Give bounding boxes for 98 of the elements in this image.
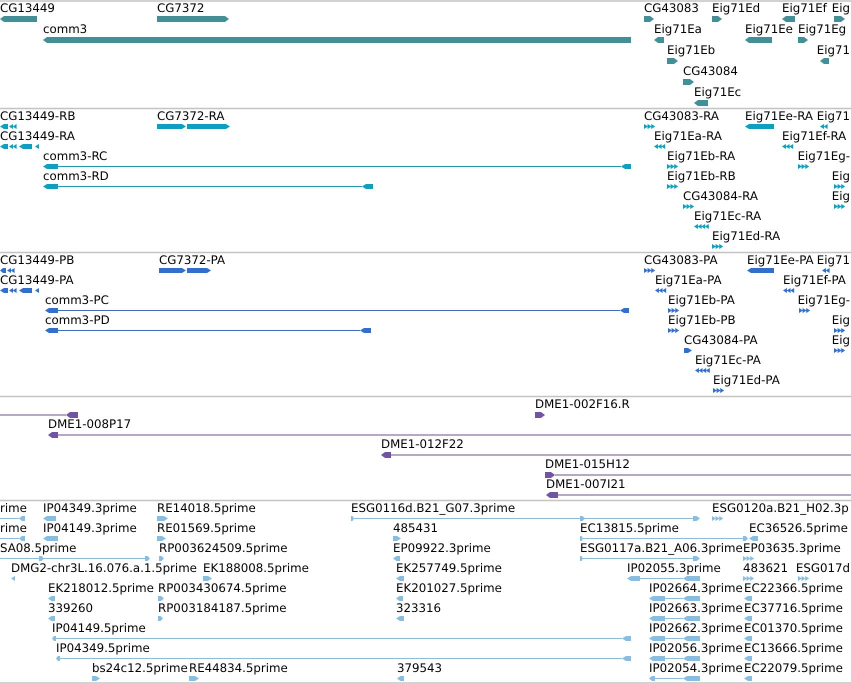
feature-label: RP003184187.5prime [158, 602, 286, 615]
feature-label: Eig [832, 334, 850, 347]
feature-label: EC22079.5prime [744, 662, 843, 675]
feature-label: bs24c12.5prime [92, 662, 188, 675]
feature-label: IP02056.3prime [649, 642, 743, 655]
feature-label: ESG0117a.B21_A06.3prime [580, 542, 743, 555]
feature-label: IP04349.3prime [43, 502, 137, 515]
feature-label: EK218012.5prime [48, 582, 154, 595]
feature-label: Eig71Eg [798, 23, 846, 36]
feature-label: RE14018.5prime [157, 502, 256, 515]
feature-label: Eig [832, 2, 850, 15]
feature-label: CG43083-RA [644, 110, 719, 123]
feature-label: IP02054.3prime [649, 662, 743, 675]
feature-label: Eig71Ef-RA [782, 130, 846, 143]
feature-label: IP02055.3prime [627, 562, 721, 575]
feature-label: 485431 [393, 522, 438, 535]
feature-label: Eig71Ec-RA [694, 210, 762, 223]
feature-label: DME1-008P17 [48, 418, 132, 431]
feature-label: 339260 [48, 602, 94, 615]
feature-label: rime [0, 502, 27, 515]
feature-label: Eig71Ed [712, 2, 760, 15]
feature-label: CG43084 [683, 65, 738, 78]
feature-label: CG7372-RA [157, 110, 224, 123]
feature-label: Eig71Ea-PA [655, 274, 722, 287]
feature-label: CG13449-RB [0, 110, 76, 123]
feature-label: IP02664.3prime [649, 582, 743, 595]
feature-label: IP04349.5prime [56, 642, 150, 655]
feature-label: Eig71Ea-RA [654, 130, 722, 143]
feature-label: comm3-PC [45, 294, 109, 307]
feature-label: IP02662.3prime [649, 622, 743, 635]
feature-label: CG43083 [644, 2, 699, 15]
feature-label: Eig71 [816, 44, 850, 57]
feature-label: Eig71Ee [745, 23, 793, 36]
feature-label: IP04149.3prime [43, 522, 137, 535]
feature-label: Eig71Ee-RA [745, 110, 813, 123]
feature-label: EC01370.5prime [744, 622, 843, 635]
feature-label: RE44834.5prime [189, 662, 288, 675]
feature-label: Eig [832, 170, 850, 183]
feature-label: CG43084-PA [684, 334, 758, 347]
feature-label: CG43084-RA [683, 190, 758, 203]
feature-label: IP02663.3prime [649, 602, 743, 615]
feature-label: Eig71 [816, 110, 850, 123]
feature-label: CG7372-PA [159, 254, 226, 267]
feature-label: Eig71Eb-PA [668, 294, 735, 307]
feature-label: RP003430674.5prime [158, 582, 286, 595]
feature-label: ESG017d [796, 562, 850, 575]
feature-label: EC36526.5prime [749, 522, 848, 535]
feature-label: Eig71Ed-RA [712, 230, 780, 243]
feature-label: EC13815.5prime [580, 522, 679, 535]
feature-label: Eig71Eg- [798, 150, 850, 163]
feature-label: Eig71Eb-RA [667, 150, 736, 163]
feature-label: rime [0, 522, 27, 535]
feature-label: EP03635.3prime [743, 542, 841, 555]
feature-label: Eig71Eb-RB [667, 170, 736, 183]
feature-label: DMG2-chr3L.16.076.a.1.5prime [11, 562, 197, 575]
feature-label: 483621 [743, 562, 788, 575]
feature-label: RE01569.5prime [157, 522, 256, 535]
feature-label: Eig71Eb [667, 44, 716, 57]
feature-label: ESG0120a.B21_H02.3p [712, 502, 849, 515]
feature-label: EK257749.5prime [396, 562, 502, 575]
feature-label: EP09922.3prime [393, 542, 491, 555]
feature-label: EK201027.5prime [396, 582, 502, 595]
feature-label: EK188008.5prime [203, 562, 309, 575]
feature-label: Eig71Ef-PA [783, 274, 846, 287]
feature-label: comm3-PD [45, 314, 110, 327]
feature-label: comm3-RC [43, 150, 108, 163]
feature-label: CG43083-PA [644, 254, 718, 267]
feature-label: Eig71Ee-PA [747, 254, 814, 267]
feature-label: comm3-RD [43, 170, 109, 183]
feature-label: Eig71Ea [654, 23, 702, 36]
feature-label: Eig [832, 190, 850, 203]
feature-label: RP003624509.5prime [159, 542, 288, 555]
feature-label: 323316 [396, 602, 442, 615]
feature-label: DME1-007I21 [546, 478, 626, 491]
feature-label: EC22366.5prime [744, 582, 843, 595]
feature-label: DME1-012F22 [381, 438, 464, 451]
feature-label: comm3 [43, 23, 88, 36]
feature-label: SA08.5prime [0, 542, 76, 555]
feature-label: 379543 [397, 662, 442, 675]
feature-label: Eig71 [816, 254, 850, 267]
feature-label: ESG0116d.B21_G07.3prime [351, 502, 516, 515]
feature-label: DME1-002F16.R [535, 398, 630, 411]
feature-label: CG13449 [0, 2, 55, 15]
feature-label: CG13449-PA [0, 274, 74, 287]
feature-label: Eig71Eb-PB [668, 314, 736, 327]
feature-label: CG7372 [157, 2, 204, 15]
feature-label: Eig71Ed-PA [713, 374, 780, 387]
feature-label: IP04149.5prime [52, 622, 146, 635]
feature-label: Eig71Ec-PA [695, 354, 761, 367]
feature-label: Eig [832, 314, 850, 327]
feature-label: EC13666.5prime [744, 642, 843, 655]
feature-label: Eig71Ec [694, 86, 742, 99]
feature-label: DME1-015H12 [545, 458, 630, 471]
feature-label: CG13449-RA [0, 130, 75, 143]
feature-label: EC37716.5prime [744, 602, 843, 615]
feature-label: Eig71Ef [782, 2, 827, 15]
feature-label: CG13449-PB [0, 254, 74, 267]
feature-label: Eig71Eg- [798, 294, 850, 307]
